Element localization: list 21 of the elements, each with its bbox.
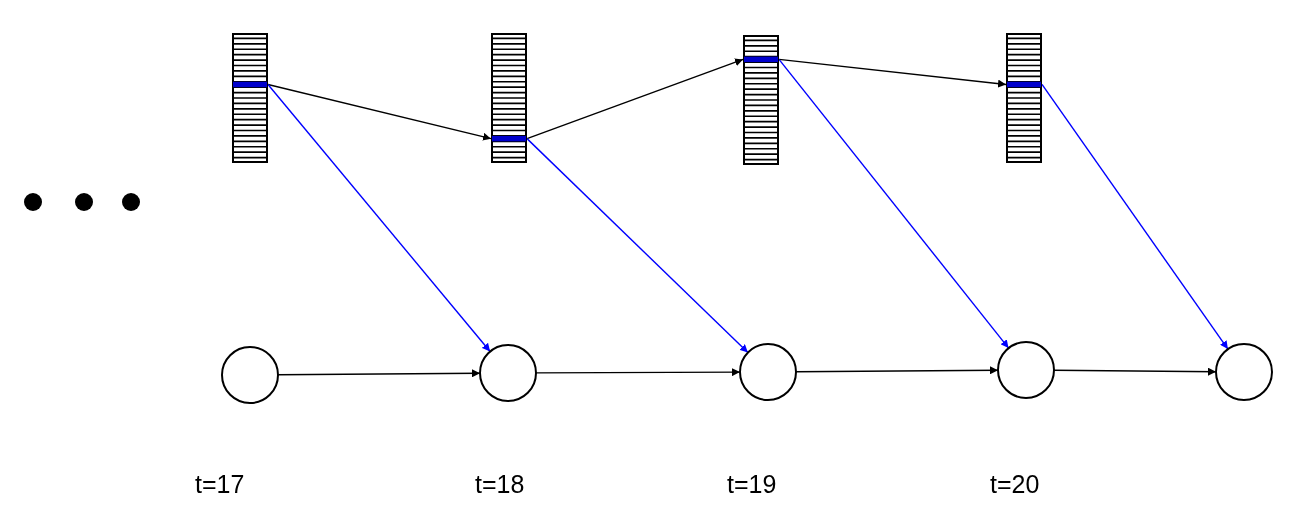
state-circle	[997, 341, 1055, 399]
arrow	[267, 83, 492, 141]
arrow	[526, 58, 744, 140]
arrow	[778, 58, 1007, 88]
arrow	[526, 137, 749, 354]
time-label: t=17	[195, 470, 245, 499]
state-circle	[221, 346, 279, 404]
arrow	[1041, 83, 1229, 350]
memory-bar	[232, 33, 268, 163]
time-label: t=18	[475, 470, 525, 499]
state-circle	[479, 344, 537, 402]
arrow	[1053, 367, 1217, 376]
memory-bar	[743, 35, 779, 165]
arrow	[778, 58, 1010, 349]
time-label: t=19	[727, 470, 777, 499]
memory-bar	[491, 33, 527, 163]
state-circle	[1215, 343, 1273, 401]
arrow	[267, 83, 491, 353]
time-label: t=20	[990, 470, 1040, 499]
memory-bar	[1006, 33, 1042, 163]
state-circle	[739, 343, 797, 401]
